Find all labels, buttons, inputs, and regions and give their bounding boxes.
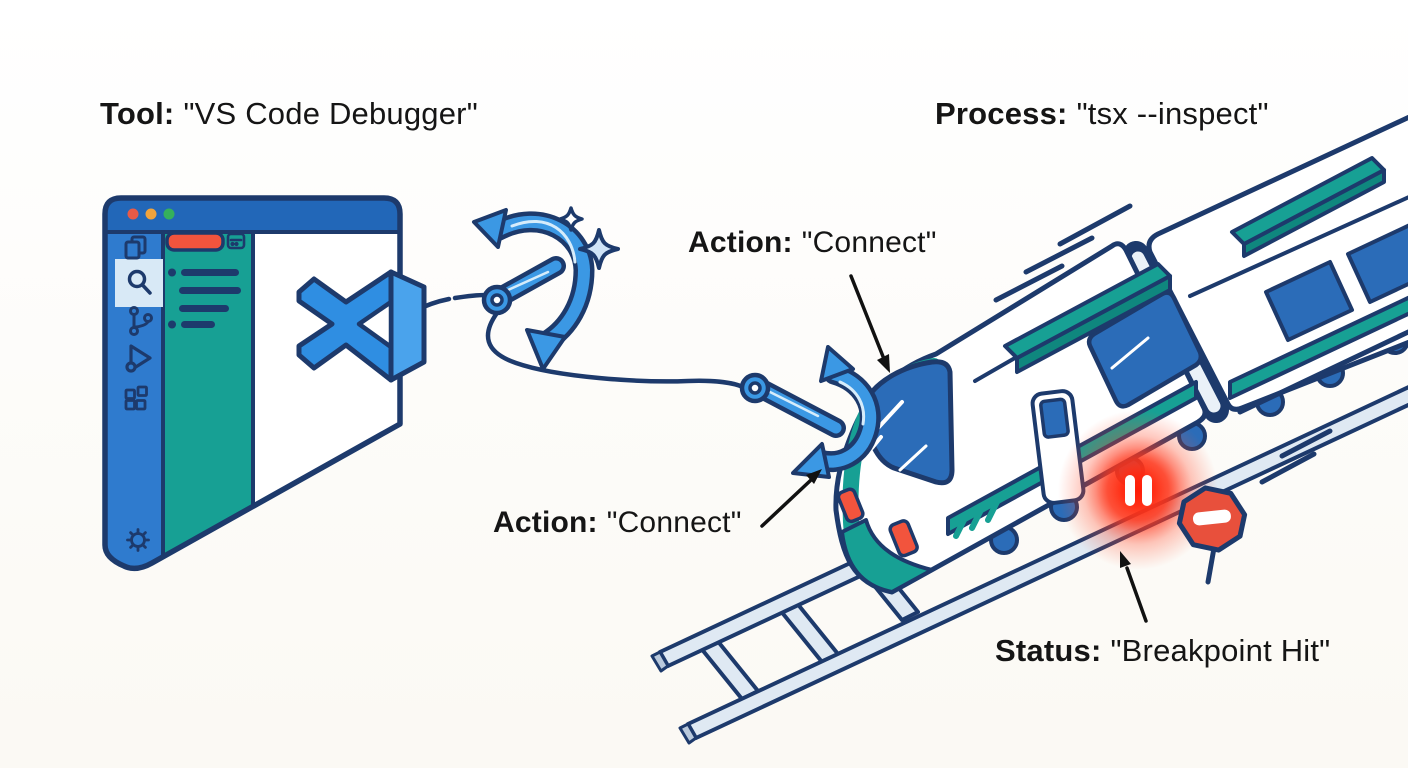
panel-icon [226,232,246,250]
files-icon [124,235,147,260]
train-window [1086,290,1204,409]
action-lower-prefix: Action: [493,506,598,539]
train-car-rear [1146,114,1408,415]
train-window [1264,260,1354,342]
headlights [836,487,919,558]
activity-item-active [115,259,163,307]
maximize-light [163,208,175,220]
roof-slab [1003,262,1172,374]
process-label-value: "tsx --inspect" [1076,96,1269,131]
arrow-action-upper [849,274,890,373]
train-window [1346,223,1408,304]
vscode-logo [296,269,427,383]
hook-arrowhead [791,442,831,479]
search-icon [127,269,152,295]
speed-chevrons [953,497,1001,539]
train-stripe [1228,295,1408,400]
tool-label: Tool:"VS Code Debugger" [100,96,478,132]
tether-rope [485,310,746,390]
status-label-value: "Breakpoint Hit" [1110,633,1331,668]
action-upper-label: Action:"Connect" [688,226,937,260]
sparkle-icon [558,206,620,270]
sidebar-list [168,268,241,329]
hook-arrowhead [525,328,567,371]
vscode-window [102,195,403,572]
nose-skirt [840,518,934,594]
windshield [863,359,955,486]
status-label: Status:"Breakpoint Hit" [995,633,1330,669]
minimize-light [145,208,157,220]
grappling-hook-icon [472,208,595,371]
settings-gear-icon [126,528,150,552]
rail-end-cap [678,722,698,745]
arrow-status [1120,551,1148,623]
action-lower-label: Action:"Connect" [493,506,742,540]
action-upper-value: "Connect" [801,226,937,259]
tool-label-prefix: Tool: [100,96,175,131]
run-debug-icon [125,344,152,373]
debug-start-button [165,231,225,252]
tool-label-value: "VS Code Debugger" [183,96,478,131]
action-upper-prefix: Action: [688,226,793,259]
source-control-icon [129,306,153,336]
traffic-lights [127,208,175,220]
stop-sign-icon [1176,485,1248,585]
rail-end-cap [650,650,670,673]
extensions-icon [124,385,148,411]
process-label: Process:"tsx --inspect" [935,96,1269,132]
close-light [127,208,139,220]
process-label-prefix: Process: [935,96,1068,131]
roof-slab [1230,156,1386,258]
status-label-prefix: Status: [995,633,1102,668]
pause-breakpoint-icon [1125,475,1152,506]
annotation-arrows [760,274,1148,623]
breakpoint-glow [1058,410,1218,570]
sidebar-content [165,231,246,329]
activity-icons [124,235,153,552]
grappling-hook-icon [739,345,881,479]
action-lower-value: "Connect" [606,506,742,539]
hook-arrowhead [472,208,508,249]
hook-arrowhead [819,345,855,383]
window-outline [102,195,403,572]
arrow-action-lower [760,469,822,528]
